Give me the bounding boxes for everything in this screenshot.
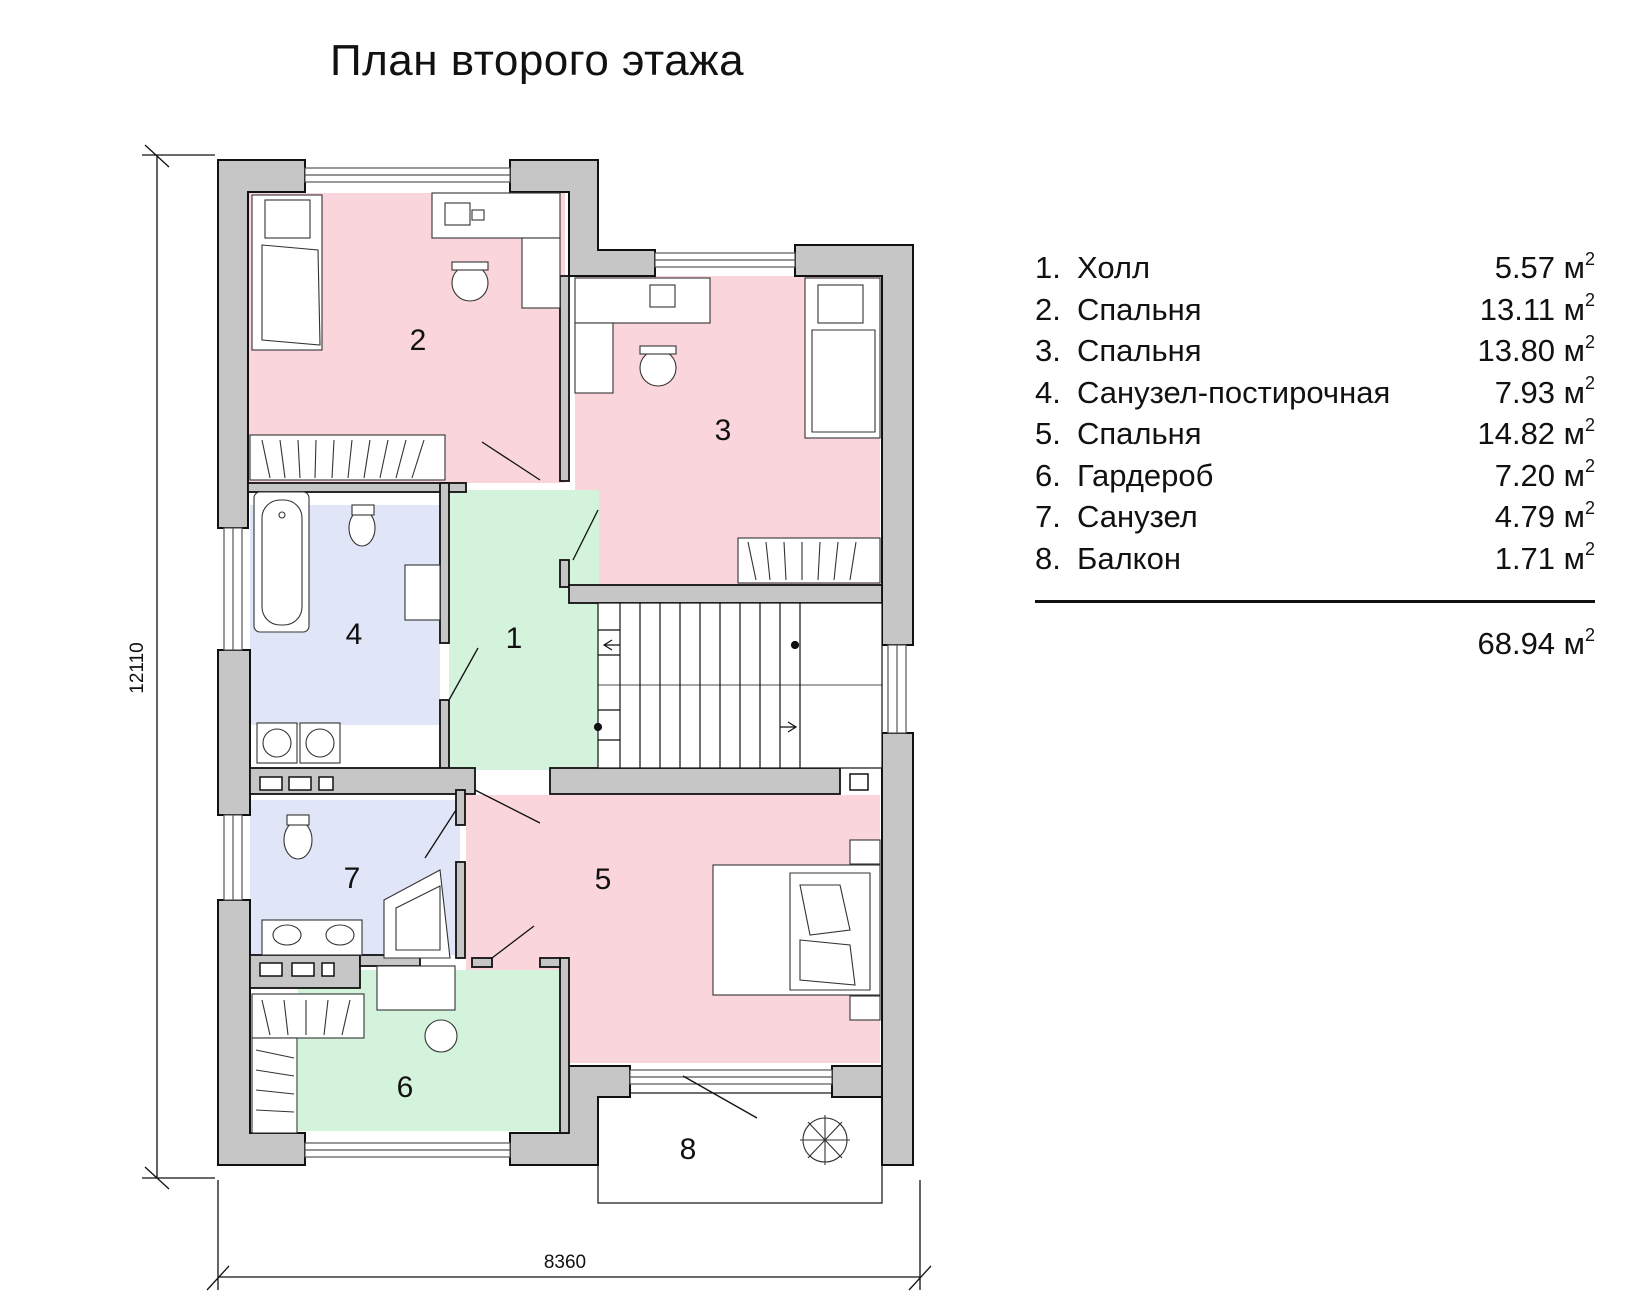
schedule-row-number: 1. bbox=[1035, 250, 1061, 285]
room-number-1: 1 bbox=[506, 622, 523, 655]
room-number-4: 4 bbox=[346, 618, 363, 651]
room-number-2: 2 bbox=[410, 324, 427, 357]
doors bbox=[424, 441, 758, 1119]
exterior-walls bbox=[217, 159, 914, 1166]
page-title: План второго этажа bbox=[330, 36, 745, 85]
staircase bbox=[593, 602, 883, 769]
schedule-row-number: 3. bbox=[1035, 333, 1061, 368]
schedule-room-area: 7.20 м2 bbox=[1494, 456, 1595, 493]
schedule-room-area: 13.80 м2 bbox=[1477, 331, 1595, 368]
schedule-row-number: 7. bbox=[1035, 499, 1061, 534]
schedule-room-name: Спальня bbox=[1077, 416, 1202, 451]
schedule-room-area: 7.93 м2 bbox=[1494, 373, 1595, 410]
schedule-row: 5. Спальня 14.82 м2 bbox=[1035, 414, 1595, 458]
height-dimension-label: 12110 bbox=[127, 642, 148, 693]
schedule-room-area: 14.82 м2 bbox=[1477, 414, 1595, 451]
room-number-7: 7 bbox=[344, 862, 361, 895]
schedule-row-number: 8. bbox=[1035, 540, 1061, 576]
schedule-row: 8. Балкон 1.71 м2 bbox=[1035, 539, 1595, 583]
schedule-row-number: 5. bbox=[1035, 416, 1061, 451]
total-area: 68.94 м2 bbox=[1477, 624, 1595, 661]
room-number-5: 5 bbox=[595, 863, 612, 896]
windows bbox=[223, 167, 907, 1158]
room-number-6: 6 bbox=[397, 1071, 414, 1104]
wardrobe-room-6 bbox=[251, 993, 365, 1039]
sink-room-4 bbox=[404, 564, 441, 621]
room-8-fill bbox=[597, 1092, 883, 1204]
vent-shafts bbox=[259, 773, 869, 977]
schedule-room-name: Спальня bbox=[1077, 291, 1202, 327]
room-numbers: 1 2 3 4 5 6 7 8 bbox=[344, 324, 732, 1166]
interior-walls bbox=[247, 275, 883, 1134]
schedule-row-number: 4. bbox=[1035, 374, 1061, 410]
schedule-room-name: Холл bbox=[1077, 250, 1151, 285]
room-schedule: 1. Холл 5.57 м2 2. Спальня 13.11 м2 3. С… bbox=[1035, 248, 1595, 583]
room-number-3: 3 bbox=[715, 414, 732, 447]
schedule-row: 7. Санузел 4.79 м2 bbox=[1035, 497, 1595, 541]
schedule-row-number: 2. bbox=[1035, 291, 1061, 327]
bed-room-5 bbox=[712, 864, 881, 996]
schedule-row: 6. Гардероб 7.20 м2 bbox=[1035, 456, 1595, 500]
total-divider bbox=[1035, 600, 1595, 603]
desk-room-3 bbox=[574, 277, 711, 324]
wardrobe-room-3 bbox=[737, 537, 881, 584]
height-dimension bbox=[142, 144, 215, 1190]
schedule-room-area: 5.57 м2 bbox=[1494, 248, 1595, 285]
schedule-room-name: Спальня bbox=[1077, 333, 1202, 368]
shower bbox=[383, 869, 451, 959]
schedule-room-area: 1.71 м2 bbox=[1494, 539, 1595, 576]
schedule-row: 1. Холл 5.57 м2 bbox=[1035, 248, 1595, 292]
schedule-room-area: 13.11 м2 bbox=[1479, 290, 1595, 327]
width-dimension-label: 8360 bbox=[544, 1252, 586, 1273]
schedule-row: 4. Санузел-постирочная 7.93 м2 bbox=[1035, 373, 1595, 417]
room-number-8: 8 bbox=[680, 1133, 697, 1166]
width-dimension bbox=[206, 1180, 932, 1291]
vanity-table bbox=[376, 965, 456, 1011]
schedule-room-name: Гардероб bbox=[1077, 457, 1214, 493]
schedule-room-name: Санузел-постирочная bbox=[1077, 374, 1391, 410]
schedule-row-number: 6. bbox=[1035, 457, 1061, 493]
toilet-room-7 bbox=[283, 820, 313, 860]
wardrobe-room-2 bbox=[249, 434, 446, 481]
schedule-room-name: Балкон bbox=[1077, 540, 1181, 576]
schedule-room-name: Санузел bbox=[1077, 499, 1198, 534]
schedule-row: 2. Спальня 13.11 м2 bbox=[1035, 290, 1595, 334]
schedule-row: 3. Спальня 13.80 м2 bbox=[1035, 331, 1595, 375]
furniture bbox=[249, 192, 881, 1165]
room-1-fill bbox=[449, 490, 599, 770]
schedule-room-area: 4.79 м2 bbox=[1494, 497, 1595, 534]
